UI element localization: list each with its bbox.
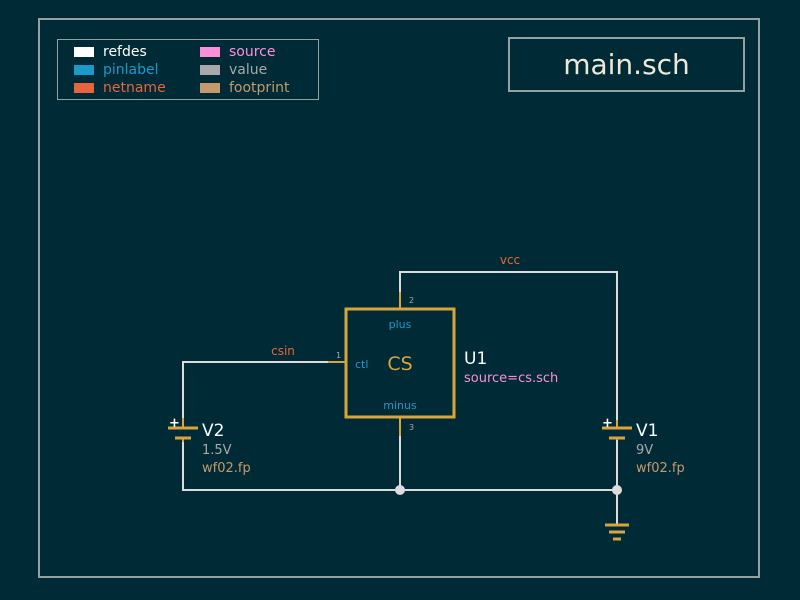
legend-swatch-pinlabel (74, 65, 94, 75)
u1-pinlabel-plus: plus (389, 318, 412, 331)
sheet-title: main.sch (563, 48, 690, 81)
color-legend: refdes source pinlabel value netname foo… (57, 39, 319, 100)
u1-body-label: CS (387, 353, 412, 375)
schematic-frame (38, 18, 760, 578)
legend-label: value (229, 62, 268, 78)
v2-polarity-plus: + (169, 416, 180, 431)
legend-label: source (229, 44, 276, 60)
v1-refdes: V1 (636, 421, 658, 441)
legend-label: footprint (229, 80, 290, 96)
v2-value: 1.5V (202, 443, 232, 458)
u1-pin-number-ctl: 1 (336, 351, 341, 360)
legend-swatch-refdes (74, 47, 94, 57)
v2-refdes: V2 (202, 421, 224, 441)
u1-source: source=cs.sch (464, 371, 558, 386)
v1-polarity-plus: + (602, 416, 613, 431)
legend-swatch-value (200, 65, 220, 75)
component-u1[interactable]: plus ctl minus CS 1 2 3 U1 source=cs.sch (328, 292, 558, 436)
v2-footprint: wf02.fp (202, 461, 251, 476)
legend-item-pinlabel: pinlabel (74, 62, 159, 78)
legend-label: pinlabel (103, 62, 159, 78)
netname-vcc: vcc (500, 253, 520, 267)
wire-gnd-left[interactable] (182, 442, 617, 491)
legend-label: refdes (103, 44, 147, 60)
netname-csin: csin (271, 344, 295, 358)
legend-swatch-netname (74, 83, 94, 93)
legend-swatch-source (200, 47, 220, 57)
legend-item-footprint: footprint (200, 80, 289, 96)
legend-item-value: value (200, 62, 267, 78)
legend-item-source: source (200, 44, 276, 60)
u1-pin-number-plus: 2 (409, 296, 414, 305)
legend-item-refdes: refdes (74, 44, 147, 60)
u1-refdes: U1 (464, 349, 487, 369)
ground-symbol[interactable] (605, 523, 629, 541)
u1-pin-number-minus: 3 (409, 423, 414, 432)
component-v1[interactable]: + V1 9V wf02.fp (602, 416, 685, 476)
v1-footprint: wf02.fp (636, 461, 685, 476)
junction-dot (395, 485, 405, 495)
wire-csin[interactable] (182, 361, 345, 418)
v1-value: 9V (636, 443, 653, 458)
wire-vcc[interactable] (399, 271, 618, 420)
legend-item-netname: netname (74, 80, 166, 96)
u1-pinlabel-minus: minus (383, 399, 417, 412)
junction-dot (612, 485, 622, 495)
legend-swatch-footprint (200, 83, 220, 93)
title-block: main.sch (508, 37, 745, 92)
component-v2[interactable]: + V2 1.5V wf02.fp (168, 416, 251, 476)
legend-label: netname (103, 80, 166, 96)
u1-pinlabel-ctl: ctl (355, 358, 368, 371)
